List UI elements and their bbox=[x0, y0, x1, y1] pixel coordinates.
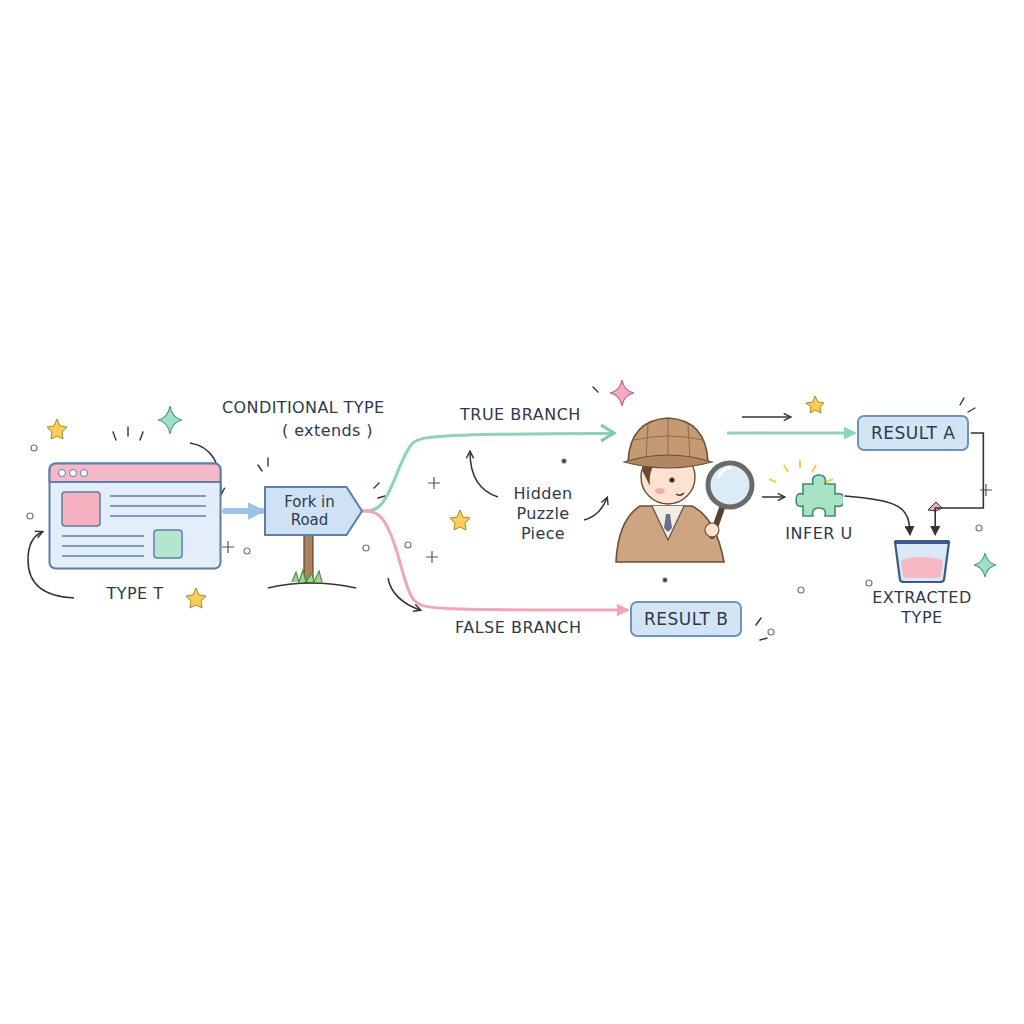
callout-label: Hidden Puzzle Piece bbox=[505, 484, 581, 544]
tick-marks bbox=[756, 618, 767, 640]
pointer-arrow bbox=[584, 498, 607, 520]
node-text: INFER U bbox=[776, 524, 862, 544]
dot bbox=[27, 513, 33, 519]
twinkle bbox=[980, 484, 992, 496]
hat-checks bbox=[634, 418, 703, 458]
hat-brim bbox=[624, 455, 712, 468]
detective-blush bbox=[655, 488, 665, 494]
detective-tie bbox=[664, 514, 672, 532]
dot bbox=[663, 578, 667, 582]
node-text: EXTRACTED TYPE bbox=[866, 588, 978, 628]
node-text: TYPE T bbox=[48, 584, 222, 604]
connector-arrow bbox=[845, 496, 910, 534]
detective-hand bbox=[705, 523, 719, 537]
tick-marks bbox=[593, 387, 598, 392]
connector-arrow bbox=[362, 433, 854, 511]
tick-marks bbox=[258, 458, 268, 471]
twinkle bbox=[222, 541, 234, 553]
dot bbox=[405, 542, 411, 548]
detective-collar bbox=[652, 506, 684, 540]
dot bbox=[798, 587, 804, 593]
connector-arrow bbox=[362, 511, 627, 610]
dot bbox=[976, 525, 982, 531]
branch-label: FALSE BRANCH bbox=[453, 618, 584, 637]
detective-smile bbox=[676, 493, 684, 495]
connector-arrow bbox=[225, 508, 262, 514]
type-window-icon bbox=[48, 462, 222, 570]
pointer-arrow bbox=[742, 416, 790, 418]
result-box: RESULT B bbox=[630, 601, 742, 637]
dot bbox=[31, 445, 37, 451]
infer-puzzle: INFER U bbox=[776, 472, 862, 544]
fork-signpost: Fork in Road bbox=[265, 487, 362, 535]
dot bbox=[562, 459, 566, 463]
star bbox=[450, 510, 470, 530]
magnifier-glass bbox=[708, 463, 752, 507]
tick-marks bbox=[113, 427, 143, 440]
extracted-container-icon bbox=[892, 538, 952, 584]
section-label: CONDITIONAL TYPE bbox=[222, 398, 384, 418]
magnifier-shine bbox=[718, 467, 731, 478]
type-window: TYPE T bbox=[48, 462, 222, 604]
star bbox=[186, 588, 206, 608]
section-label: ( extends ) bbox=[282, 421, 373, 441]
node-text: RESULT B bbox=[644, 609, 728, 629]
sparkle bbox=[158, 406, 182, 434]
node-text: RESULT A bbox=[871, 423, 955, 443]
dot bbox=[768, 629, 774, 635]
infer-puzzle-icon bbox=[795, 472, 843, 520]
detective-eye bbox=[669, 477, 674, 482]
branch-label: TRUE BRANCH bbox=[458, 405, 583, 424]
node-text: Fork in Road bbox=[273, 493, 346, 529]
sparkle bbox=[610, 380, 634, 406]
twinkle bbox=[426, 551, 438, 563]
star bbox=[47, 419, 67, 439]
dot bbox=[363, 545, 369, 551]
star bbox=[806, 396, 824, 413]
extracted-container: EXTRACTED TYPE bbox=[866, 538, 978, 628]
result-box: RESULT A bbox=[857, 415, 969, 451]
pointer-arrow bbox=[762, 496, 784, 498]
tick-marks bbox=[960, 398, 975, 412]
pointer-arrow bbox=[470, 452, 498, 497]
dot bbox=[244, 548, 250, 554]
detective-coat bbox=[616, 506, 724, 562]
dot bbox=[866, 580, 872, 586]
twinkle bbox=[428, 477, 440, 489]
grass bbox=[292, 570, 322, 582]
pointer-arrow bbox=[388, 578, 420, 610]
sparkle bbox=[974, 553, 996, 577]
ground-line bbox=[268, 583, 356, 588]
arrowhead bbox=[601, 425, 614, 441]
tick-marks bbox=[374, 483, 385, 498]
